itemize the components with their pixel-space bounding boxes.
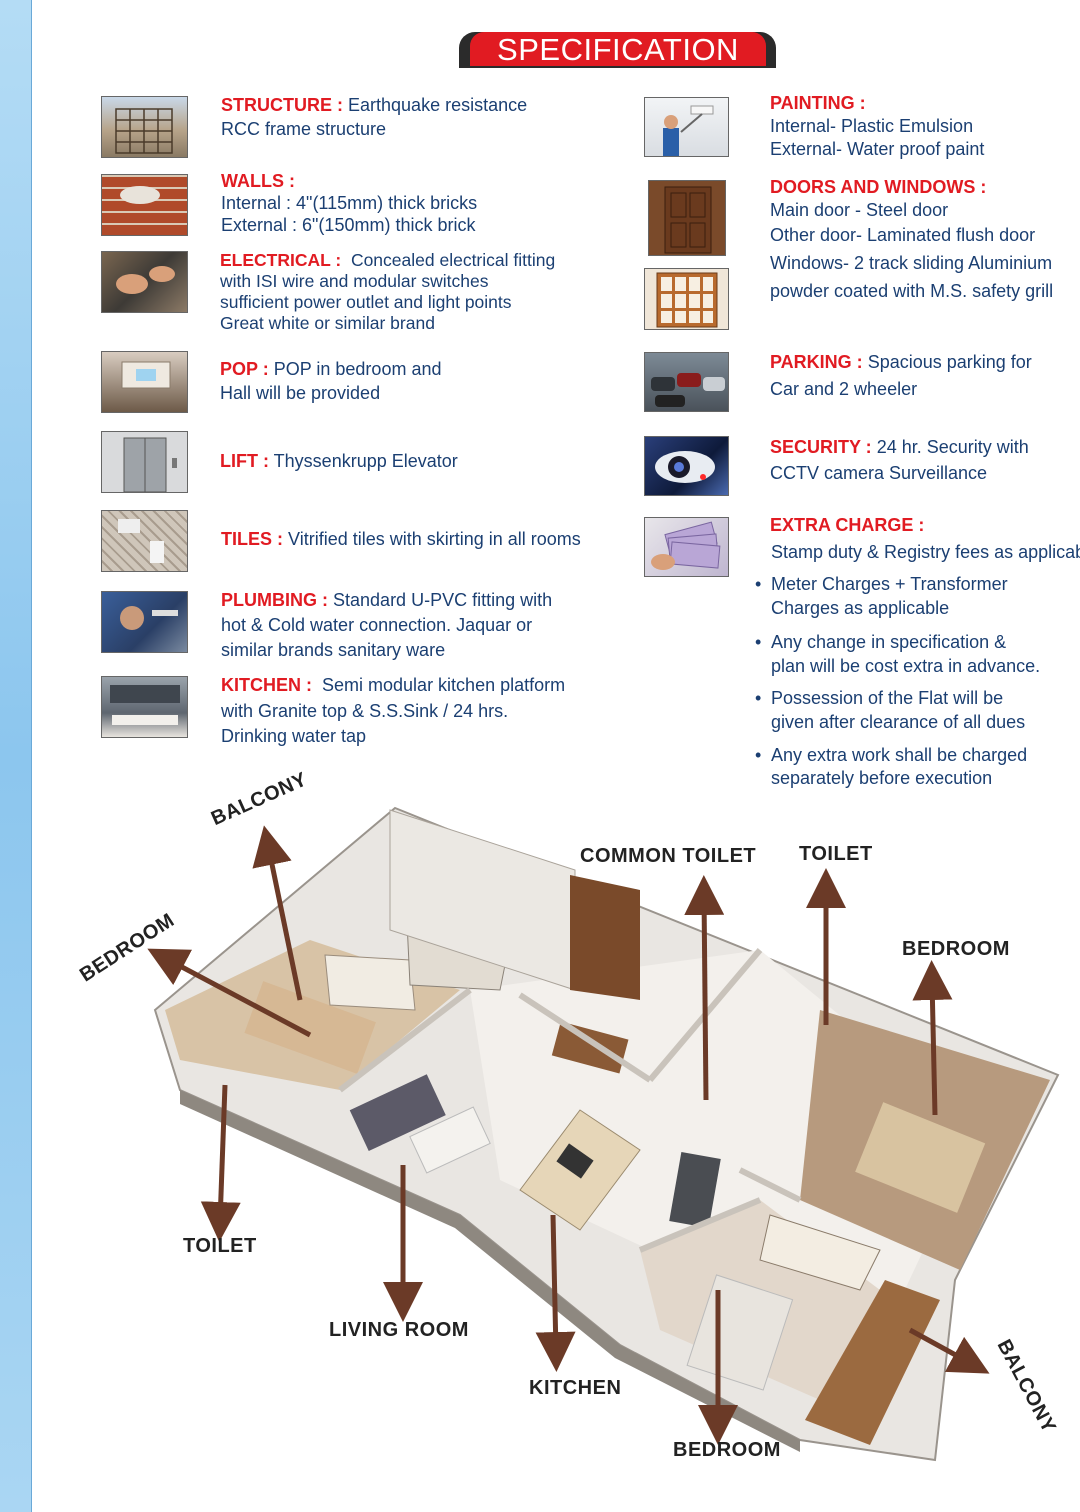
spec-line: Drinking water tap xyxy=(221,726,367,746)
spec-tiles: TILES : Vitrified tiles with skirting in… xyxy=(221,527,581,551)
extra-charge-line: plan will be cost extra in advance. xyxy=(771,656,1041,676)
lift-photo xyxy=(101,431,188,493)
kitchen-photo xyxy=(101,676,188,738)
label-bedroom-bottom: BEDROOM xyxy=(673,1439,781,1461)
spec-parking: PARKING : Spacious parking for Car and 2… xyxy=(770,349,1032,403)
spec-line: RCC frame structure xyxy=(221,119,387,139)
extra-charge-line: given after clearance of all dues xyxy=(771,712,1026,732)
spec-line: Internal- Plastic Emulsion xyxy=(770,116,974,136)
spec-line: Earthquake resistance xyxy=(348,95,528,115)
spec-label: STRUCTURE : xyxy=(221,95,343,115)
parking-photo xyxy=(644,352,729,412)
spec-line: Windows- 2 track sliding Aluminium xyxy=(770,253,1053,273)
spec-line: with Granite top & S.S.Sink / 24 hrs. xyxy=(221,700,509,721)
spec-line: similar brands sanitary ware xyxy=(221,640,446,660)
spec-line: POP in bedroom and xyxy=(273,359,442,379)
spec-line: hot & Cold water connection. Jaquar or xyxy=(221,615,533,635)
walls-photo xyxy=(101,174,188,236)
extra-charge-line: separately before execution xyxy=(771,768,993,788)
painting-photo xyxy=(644,97,729,157)
spec-line: sufficient power outlet and light points xyxy=(220,292,512,312)
extra-charge-item: Possession of the Flat will be given aft… xyxy=(755,686,1026,734)
spec-line: with ISI wire and modular switches xyxy=(220,271,489,291)
label-living-room: LIVING ROOM xyxy=(329,1319,469,1341)
spec-label: PARKING : xyxy=(770,352,863,372)
spec-label: LIFT : xyxy=(220,451,269,471)
extra-charge-item: Meter Charges + Transformer Charges as a… xyxy=(755,572,1008,620)
extra-charge-line: Meter Charges + Transformer xyxy=(771,574,1008,594)
page-title: SPECIFICATION xyxy=(470,32,766,67)
structure-photo xyxy=(101,96,188,158)
spec-lift: LIFT : Thyssenkrupp Elevator xyxy=(220,449,458,473)
spec-line: powder coated with M.S. safety grill xyxy=(770,281,1054,301)
spec-extra-charge: EXTRA CHARGE : xyxy=(770,513,924,537)
spec-line: External : 6"(150mm) thick brick xyxy=(221,215,476,235)
spec-line: CCTV camera Surveillance xyxy=(770,463,988,483)
spec-line: Internal : 4"(115mm) thick bricks xyxy=(221,193,478,213)
extra-charge-line: Possession of the Flat will be xyxy=(771,688,1004,708)
cctv-photo xyxy=(644,436,729,496)
spec-line: Main door - Steel door xyxy=(770,200,949,220)
spec-label: SECURITY : xyxy=(770,437,872,457)
extra-charge-item: Any change in specification & plan will … xyxy=(755,630,1041,678)
spec-label: WALLS : xyxy=(221,171,295,191)
spec-plumbing: PLUMBING : Standard U-PVC fitting with h… xyxy=(221,588,552,663)
spec-walls: WALLS : Internal : 4"(115mm) thick brick… xyxy=(221,170,477,236)
electrical-photo xyxy=(101,251,188,313)
spec-line: Vitrified tiles with skirting in all roo… xyxy=(288,529,581,549)
money-photo xyxy=(644,517,729,577)
tiles-photo xyxy=(101,510,188,572)
spec-label: PAINTING : xyxy=(770,93,866,113)
window-photo xyxy=(644,268,729,330)
extra-charge-line: Charges as applicable xyxy=(771,598,950,618)
spec-line: Great white or similar brand xyxy=(220,313,435,333)
spec-line: 24 hr. Security with xyxy=(876,437,1029,457)
spec-kitchen: KITCHEN : Semi modular kitchen platform … xyxy=(221,673,565,750)
spec-line: Concealed electrical fitting xyxy=(350,250,556,270)
label-kitchen: KITCHEN xyxy=(529,1377,622,1399)
spec-label: DOORS AND WINDOWS : xyxy=(770,177,987,197)
spec-label: PLUMBING : xyxy=(221,590,328,610)
spec-security: SECURITY : 24 hr. Security with CCTV cam… xyxy=(770,434,1029,486)
spec-line: Other door- Laminated flush door xyxy=(770,225,1036,245)
spec-label: POP : xyxy=(220,359,269,379)
label-common-toilet: COMMON TOILET xyxy=(580,845,757,867)
extra-charge-item: Stamp duty & Registry fees as applicable xyxy=(771,540,1080,564)
spec-doors-windows: DOORS AND WINDOWS : Main door - Steel do… xyxy=(770,175,1080,305)
extra-charge-line: Stamp duty & Registry fees as applicable xyxy=(771,542,1080,562)
spec-structure: STRUCTURE : Earthquake resistance RCC fr… xyxy=(221,93,527,141)
spec-pop: POP : POP in bedroom and Hall will be pr… xyxy=(220,357,441,405)
spec-line: Standard U-PVC fitting with xyxy=(333,590,553,610)
sidebar-stripe xyxy=(0,0,32,1512)
spec-line: Spacious parking for xyxy=(867,352,1032,372)
spec-electrical: ELECTRICAL : Concealed electrical fittin… xyxy=(220,250,555,334)
plumbing-photo xyxy=(101,591,188,653)
extra-charge-line: Any change in specification & xyxy=(771,632,1007,652)
extra-charge-line: Any extra work shall be charged xyxy=(771,745,1028,765)
main-door-photo xyxy=(648,180,726,256)
spec-line: Semi modular kitchen platform xyxy=(322,675,566,695)
label-toilet-top: TOILET xyxy=(799,843,873,865)
spec-label: TILES : xyxy=(221,529,283,549)
spec-label: EXTRA CHARGE : xyxy=(770,515,925,535)
spec-label: KITCHEN : xyxy=(221,675,312,695)
label-toilet-left: TOILET xyxy=(183,1235,257,1257)
extra-charge-item: Any extra work shall be charged separate… xyxy=(755,744,1028,790)
label-bedroom-right: BEDROOM xyxy=(902,938,1010,960)
spec-line: External- Water proof paint xyxy=(770,139,985,159)
spec-line: Car and 2 wheeler xyxy=(770,379,918,399)
spec-label: ELECTRICAL : xyxy=(220,250,342,270)
pop-photo xyxy=(101,351,188,413)
spec-line: Thyssenkrupp Elevator xyxy=(273,451,458,471)
spec-painting: PAINTING : Internal- Plastic Emulsion Ex… xyxy=(770,92,984,161)
spec-line: Hall will be provided xyxy=(220,383,381,403)
